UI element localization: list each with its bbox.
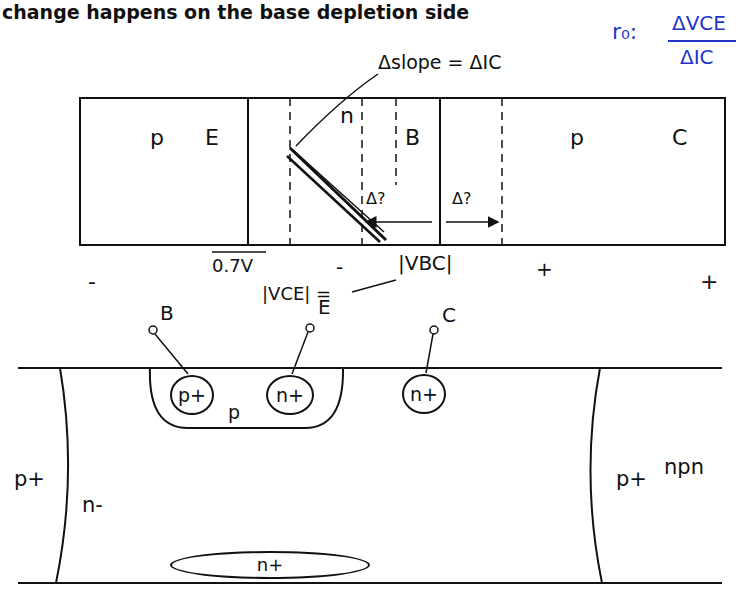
polarity-sign: + bbox=[700, 270, 718, 294]
blue-label: r₀: bbox=[612, 20, 637, 44]
region-label: n+ bbox=[257, 555, 284, 575]
annotation: Δslope = ΔIC bbox=[378, 52, 501, 73]
base-region: nB bbox=[248, 98, 440, 245]
region-label: C bbox=[672, 126, 687, 150]
n-plus-buried-layer: n+ bbox=[170, 551, 370, 579]
region-label: n+ bbox=[410, 384, 438, 405]
polarity-sign: - bbox=[88, 270, 96, 294]
heading: change happens on the base depletion sid… bbox=[2, 2, 469, 23]
voltage-label: |VBC| bbox=[398, 252, 453, 274]
terminal-label: E bbox=[318, 296, 331, 318]
region-label: p bbox=[228, 402, 240, 423]
device-label: npn bbox=[664, 456, 704, 479]
fraction-denominator: ΔIC bbox=[680, 46, 714, 68]
p-base-well: p p+ n+ bbox=[148, 368, 345, 430]
p-plus-contact: p+ bbox=[170, 375, 214, 415]
terminal-label: B bbox=[160, 302, 174, 324]
well-outline bbox=[148, 368, 345, 430]
region-label: p bbox=[570, 126, 584, 150]
region-label: n- bbox=[82, 494, 103, 517]
emitter-region: pE bbox=[80, 98, 248, 245]
terminal-label: C bbox=[442, 304, 456, 326]
annotation: Δ? bbox=[452, 190, 471, 208]
polarity-sign: + bbox=[536, 258, 553, 280]
n-plus-emitter: n+ bbox=[266, 375, 314, 415]
n-plus-collector-contact: n+ bbox=[402, 374, 446, 414]
voltage-label: 0.7V bbox=[212, 256, 253, 276]
fraction-numerator: ΔVCE bbox=[672, 12, 726, 34]
region-label: p bbox=[150, 126, 164, 150]
region-label: n+ bbox=[276, 385, 304, 406]
region-label: p+ bbox=[178, 385, 206, 406]
annotation: Δ? bbox=[366, 190, 385, 208]
region-label: p+ bbox=[616, 468, 647, 491]
region-label: n bbox=[340, 104, 354, 128]
region-label: B bbox=[405, 126, 420, 150]
region-label: p+ bbox=[14, 468, 45, 491]
collector-region: pC bbox=[440, 98, 725, 245]
polarity-sign: - bbox=[336, 256, 343, 278]
region-label: E bbox=[205, 126, 219, 150]
